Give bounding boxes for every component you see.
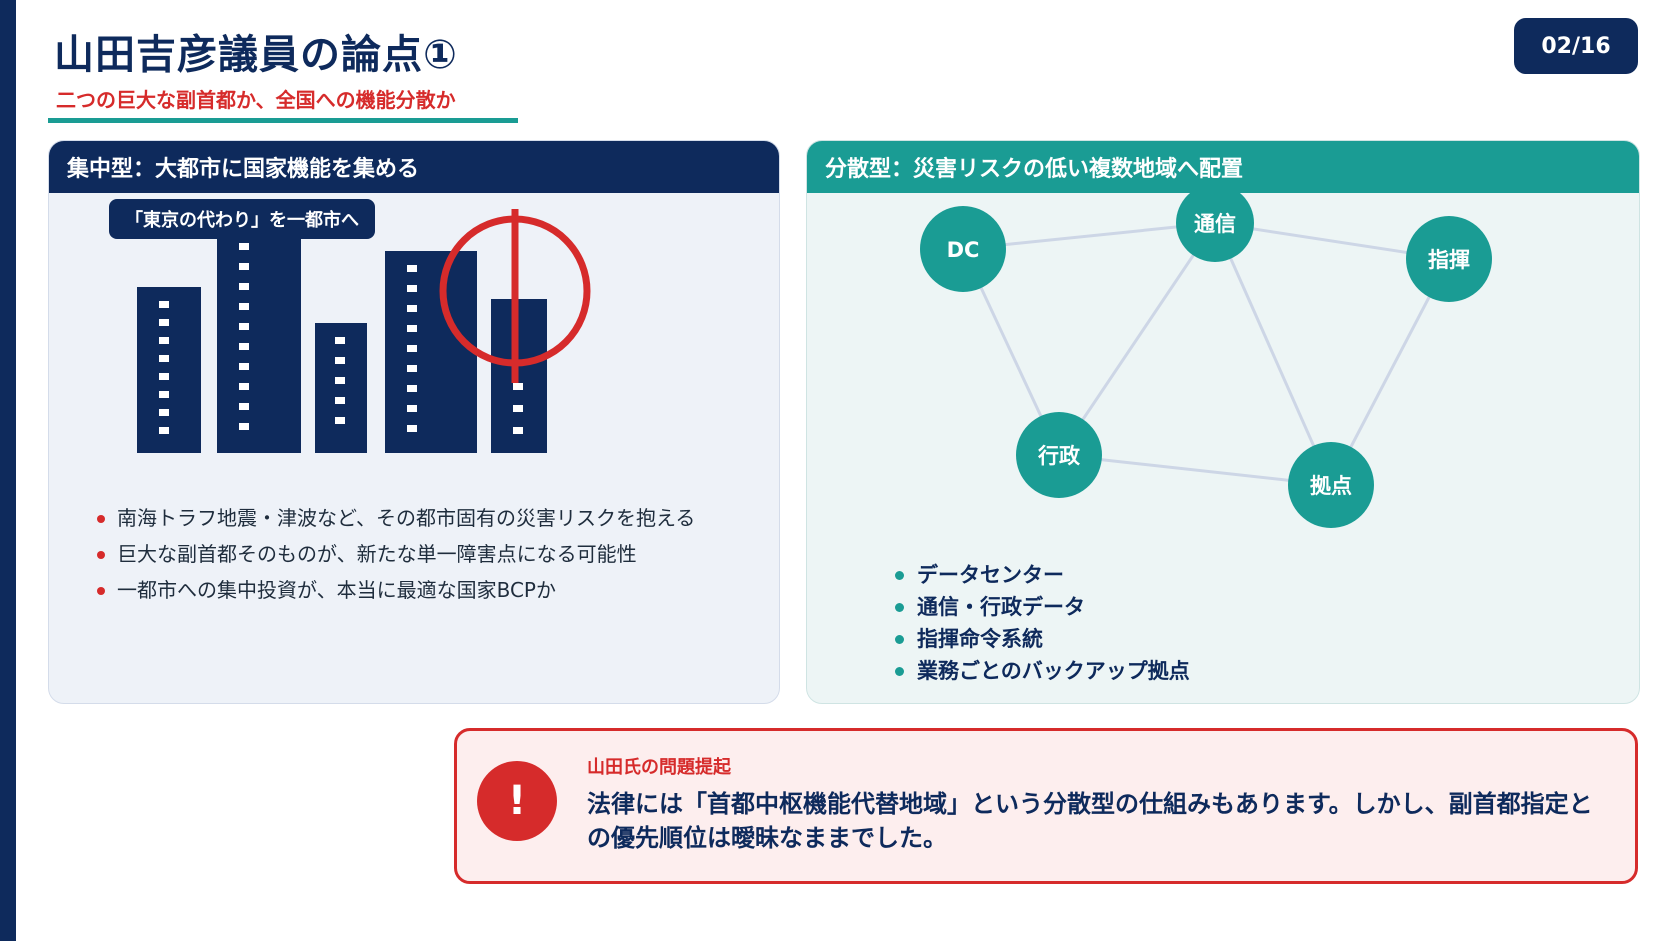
issue-callout: ! 山田氏の問題提起 法律には「首都中枢機能代替地域」という分散型の仕組みもあり… <box>454 728 1638 884</box>
callout-label: 山田氏の問題提起 <box>587 757 731 778</box>
list-item: 南海トラフ地震・津波など、その都市固有の災害リスクを抱える <box>93 505 753 531</box>
exclamation-icon: ! <box>477 761 557 841</box>
list-item: 指揮命令系統 <box>893 623 1190 655</box>
concentration-tag: 「東京の代わり」を一都市へ <box>109 199 375 239</box>
distribution-panel: 分散型：災害リスクの低い複数地域へ配置 DC 通信 指揮 行政 拠点 データセン… <box>806 140 1640 704</box>
concentration-risks-list: 南海トラフ地震・津波など、その都市固有の災害リスクを抱える 巨大な副首都そのもの… <box>93 505 753 613</box>
callout-text: 法律には「首都中枢機能代替地域」という分散型の仕組みもあります。しかし、副首都指… <box>587 790 1593 852</box>
page-title: 山田吉彦議員の論点① <box>54 32 458 78</box>
left-accent-bar <box>0 0 16 941</box>
node-label: 通信 <box>1194 212 1236 236</box>
network-diagram: DC 通信 指揮 行政 拠点 <box>920 193 1492 528</box>
list-item: 業務ごとのバックアップ拠点 <box>893 655 1190 687</box>
node-dc <box>920 206 1006 292</box>
page-subtitle: 二つの巨大な副首都か、全国への機能分散か <box>56 88 456 112</box>
list-item: 通信・行政データ <box>893 591 1190 623</box>
node-communication <box>1176 193 1254 262</box>
list-item: データセンター <box>893 559 1190 591</box>
node-administration <box>1016 412 1102 498</box>
distribution-heading: 分散型：災害リスクの低い複数地域へ配置 <box>807 141 1639 193</box>
concentration-panel: 集中型：大都市に国家機能を集める 「東京の代わり」を一都市へ <box>48 140 780 704</box>
city-skyline-with-target-icon <box>137 209 591 453</box>
page-indicator: 02/16 <box>1514 18 1638 74</box>
node-command <box>1406 216 1492 302</box>
node-base <box>1288 442 1374 528</box>
node-label: 行政 <box>1037 444 1081 468</box>
node-label: 拠点 <box>1310 474 1352 498</box>
list-item: 一都市への集中投資が、本当に最適な国家BCPか <box>93 577 753 603</box>
concentration-heading: 集中型：大都市に国家機能を集める <box>49 141 779 193</box>
title-underline <box>48 118 518 123</box>
list-item: 巨大な副首都そのものが、新たな単一障害点になる可能性 <box>93 541 753 567</box>
node-label: 指揮 <box>1428 248 1470 272</box>
distribution-items-list: データセンター 通信・行政データ 指揮命令系統 業務ごとのバックアップ拠点 <box>893 559 1190 687</box>
node-label: DC <box>947 238 980 262</box>
